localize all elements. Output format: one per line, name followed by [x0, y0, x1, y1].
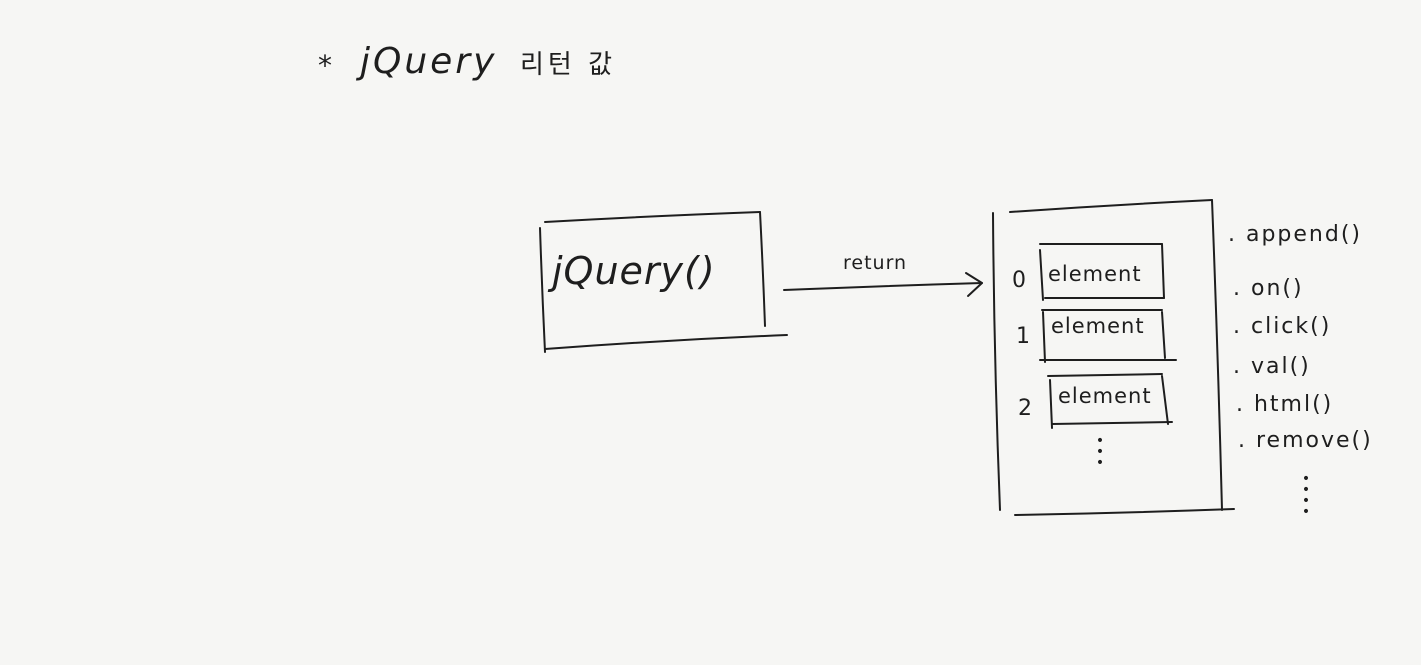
method-list-ellipsis: • • • • [1301, 471, 1311, 520]
element-label-0: element [1048, 262, 1142, 286]
element-index-0: 0 [1012, 268, 1026, 293]
element-label-1: element [1051, 314, 1145, 338]
element-list-ellipsis-dot: • [1095, 433, 1105, 449]
call-box-label: jQuery() [552, 249, 716, 293]
element-list-ellipsis-dot: • [1095, 455, 1105, 471]
method-on: . on() [1233, 276, 1304, 301]
method-val: . val() [1233, 354, 1311, 379]
element-index-1: 1 [1016, 324, 1030, 349]
element-index-2: 2 [1018, 396, 1032, 421]
method-list-ellipsis-dot: • [1301, 471, 1311, 487]
method-list-ellipsis-dot: • [1301, 482, 1311, 498]
page-title-suffix: 리턴 값 [520, 50, 617, 80]
result-box [992, 199, 1235, 516]
element-list-ellipsis-dot: • [1095, 444, 1105, 460]
method-click: . click() [1233, 314, 1332, 339]
method-html: . html() [1236, 392, 1334, 417]
title-bullet: * [318, 49, 332, 82]
page-title: jQuery [360, 41, 498, 82]
element-label-2: element [1058, 384, 1152, 408]
element-list-ellipsis: • • • [1095, 433, 1105, 471]
return-arrow [783, 272, 983, 297]
element-box-1 [1039, 309, 1177, 363]
method-append: . append() [1228, 222, 1363, 247]
method-list-ellipsis-dot: • [1301, 504, 1311, 520]
method-list-ellipsis-dot: • [1301, 493, 1311, 509]
return-arrow-label: return [843, 252, 908, 274]
element-box-2 [1047, 373, 1173, 429]
method-remove: . remove() [1238, 428, 1373, 453]
call-box [539, 211, 788, 353]
element-box-0 [1039, 243, 1165, 301]
